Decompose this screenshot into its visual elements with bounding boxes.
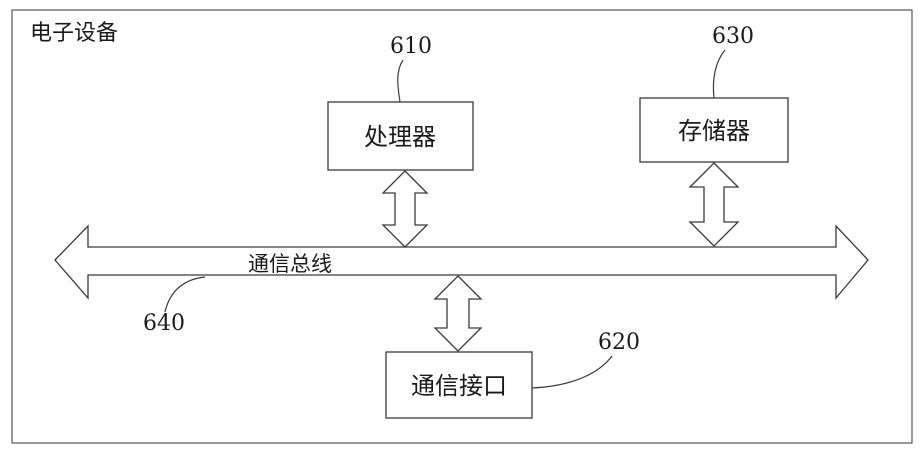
processor-ref-number: 610 [390,34,432,59]
processor-leader-line [397,59,404,103]
device-frame [11,9,913,444]
communication-interface-box [385,351,533,419]
processor-bus-connector-arrow [381,170,429,248]
interface-bus-connector-arrow [433,275,483,352]
processor-box [327,101,474,171]
interface-ref-number: 620 [598,330,640,355]
processor-label: 处理器 [364,123,436,151]
memory-bus-connector-arrow [688,162,740,247]
memory-label: 存储器 [678,117,750,145]
memory-ref-number: 630 [712,24,754,49]
bus-label: 通信总线 [248,252,332,276]
bus-leader-line [164,276,206,313]
memory-box [639,97,789,163]
device-title: 电子设备 [30,21,118,46]
communication-interface-label: 通信接口 [411,372,507,400]
interface-leader-line [531,355,613,389]
bus-ref-number: 640 [143,311,185,336]
memory-leader-line [712,49,726,99]
communication-bus-arrow [54,224,869,300]
